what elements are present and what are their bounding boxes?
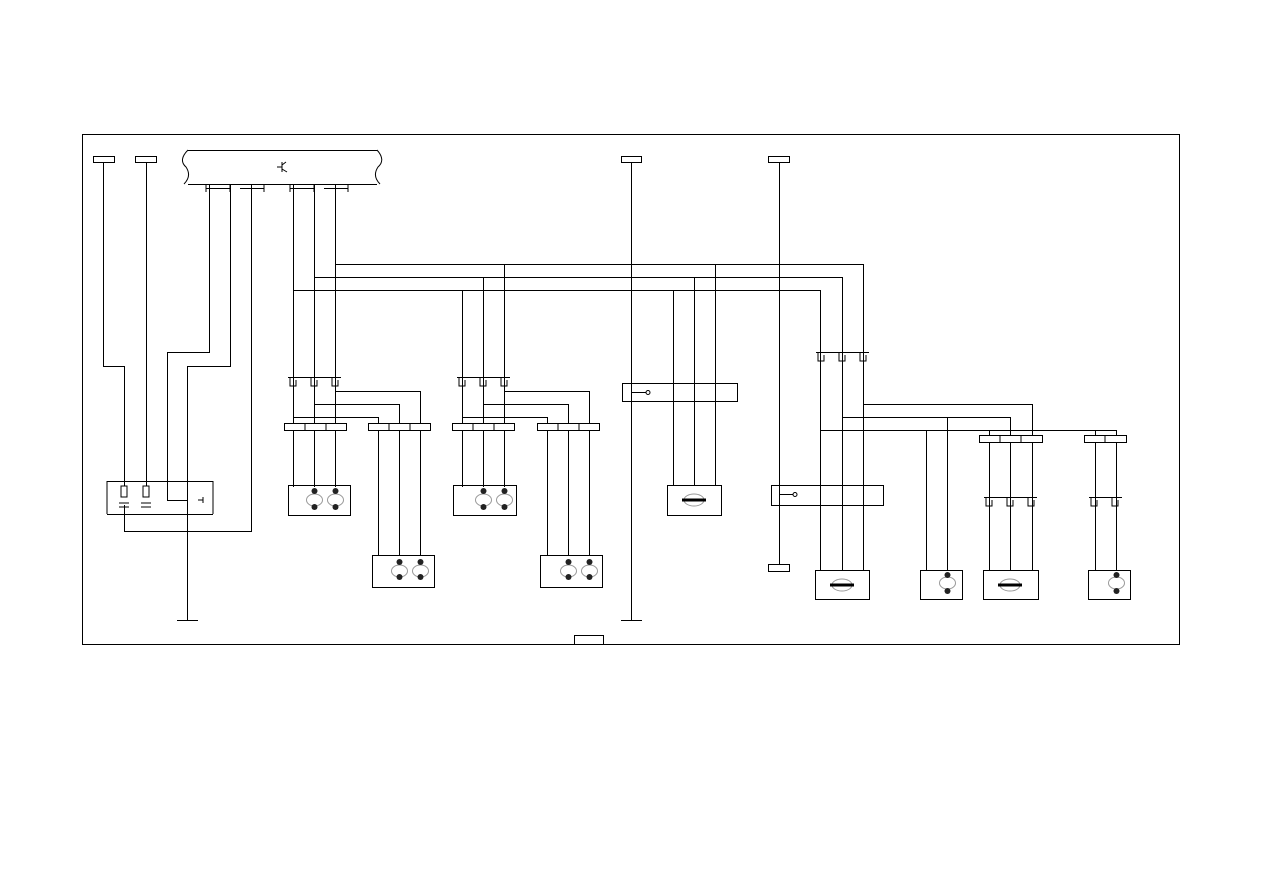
control-unit-icon [182, 149, 383, 192]
connector-icon [93, 156, 115, 163]
wires [103, 162, 1117, 620]
diagram-frame [82, 134, 1180, 645]
top-connectors [93, 156, 790, 645]
connector-icon [135, 156, 157, 163]
connector-icon [288, 352, 1122, 507]
switch-icon [106, 383, 884, 515]
connector-icon [768, 156, 790, 163]
connector-strips [284, 423, 1127, 443]
connector-icon [768, 564, 790, 572]
connector-icon [574, 635, 604, 645]
connector-icon [621, 156, 642, 163]
lamp-icon [288, 485, 1131, 600]
control-unit-icon [667, 485, 1039, 600]
